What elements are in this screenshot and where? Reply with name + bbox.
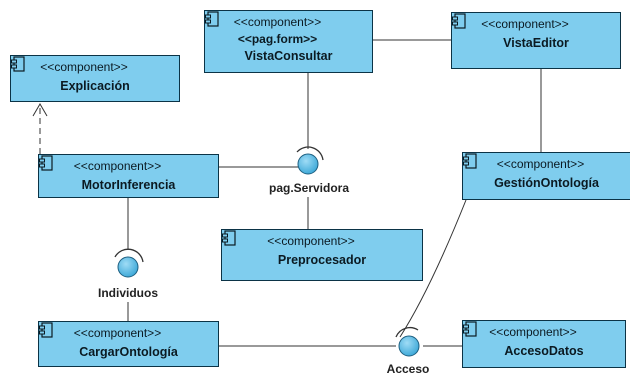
component-accesodatos[interactable]: <<component>> AccesoDatos (462, 320, 626, 368)
interface-label-acceso: Acceso (386, 362, 430, 376)
component-icon (222, 230, 236, 246)
connector-gestionontologia-acceso (399, 199, 467, 338)
interface-label-pagservidora: pag.Servidora (268, 181, 350, 195)
interface-label-individuos: Individuos (98, 286, 158, 300)
component-gestionontologia[interactable]: <<component>> GestiónOntología (462, 152, 630, 200)
stereotype-label: <<component>> (73, 159, 162, 173)
component-cargarontologia[interactable]: <<component>> CargarOntología (38, 321, 219, 367)
component-name: Preprocesador (277, 253, 367, 267)
component-icon (39, 322, 53, 338)
component-icon (11, 56, 25, 72)
stereotype-label: <<component>> (496, 157, 585, 171)
component-icon (463, 153, 477, 169)
stereotype-label: <<component>> (40, 60, 128, 74)
component-name: VistaConsultar (244, 49, 333, 63)
component-vistaeditor[interactable]: <<component>> VistaEditor (451, 12, 621, 69)
interface-acceso (395, 326, 420, 357)
stereotype-label: <<component>> (481, 17, 569, 31)
component-name: VistaEditor (503, 36, 569, 50)
stereotype-label: <<component>> (267, 234, 355, 248)
component-name: CargarOntología (79, 345, 178, 359)
component-icon (205, 11, 219, 27)
dependency-arrowhead (32, 103, 48, 117)
component-preprocesador[interactable]: <<component>> Preprocesador (221, 229, 423, 281)
component-name: Explicación (60, 79, 130, 93)
component-name: GestiónOntología (494, 176, 599, 190)
component-motorinferencia[interactable]: <<component>> MotorInferencia (38, 154, 219, 198)
stereotype-label: <<component>> (233, 15, 322, 29)
component-icon (463, 321, 477, 337)
component-explicacion[interactable]: <<component>> Explicación (10, 55, 180, 102)
component-icon (452, 13, 466, 29)
component-vistaconsultar[interactable]: <<component>> <<pag.form>> VistaConsulta… (204, 10, 373, 73)
component-name: AccesoDatos (504, 344, 584, 358)
component-icon (39, 155, 53, 171)
interface-pagservidora (296, 146, 324, 175)
stereotype-pagform-label: <<pag.form>> (237, 32, 318, 46)
stereotype-label: <<component>> (73, 326, 162, 340)
component-name: MotorInferencia (81, 178, 176, 192)
interface-individuos (114, 248, 144, 278)
stereotype-label: <<component>> (489, 325, 577, 339)
